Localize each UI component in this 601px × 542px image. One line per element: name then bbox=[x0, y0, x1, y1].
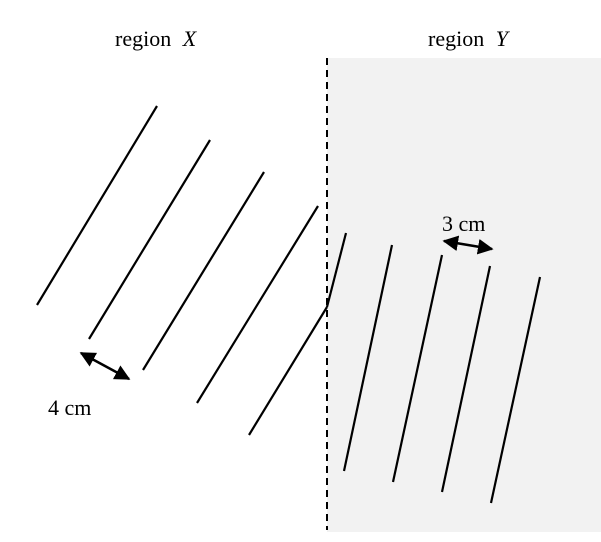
wavelength-y-arrow bbox=[442, 235, 494, 255]
wavefront-x-1 bbox=[36, 105, 158, 306]
wavefront-x-2 bbox=[88, 139, 211, 340]
region-x-heading-letter: X bbox=[182, 26, 198, 51]
wavefront-y-3 bbox=[391, 254, 444, 483]
wavefront-x-4 bbox=[196, 205, 319, 404]
region-y-shading bbox=[327, 58, 601, 532]
region-y-heading-letter: Y bbox=[496, 26, 511, 51]
wavelength-y-label: 3 cm bbox=[442, 211, 485, 236]
wavefront-y-2 bbox=[342, 244, 394, 472]
wavefront-x-5 bbox=[248, 306, 328, 436]
wavefront-y-1 bbox=[325, 232, 348, 308]
region-y-heading-prefix: region bbox=[428, 26, 484, 51]
region-x-heading: region X bbox=[115, 26, 198, 51]
region-x-heading-prefix: region bbox=[115, 26, 171, 51]
region-y-wavefronts bbox=[325, 232, 542, 504]
wavelength-x-arrow bbox=[79, 351, 131, 381]
wavefront-y-4 bbox=[440, 265, 492, 493]
region-x-wavefronts bbox=[36, 105, 328, 436]
wavelength-x-label: 4 cm bbox=[48, 395, 91, 420]
region-y-heading: region Y bbox=[428, 26, 511, 51]
wavefront-x-3 bbox=[142, 171, 265, 371]
wavefront-y-5 bbox=[489, 276, 542, 504]
